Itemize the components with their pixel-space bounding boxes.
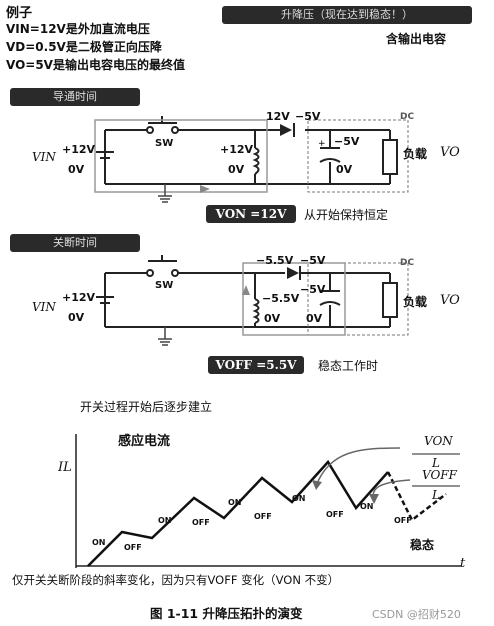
- off-vin-label: VIN: [32, 300, 56, 314]
- voff-note: 稳态工作时: [318, 359, 379, 373]
- header-banner: 升降压（现在达到稳态！）: [222, 6, 472, 24]
- off-label-3: OFF: [254, 512, 272, 521]
- on-source-top: +12V: [62, 143, 96, 156]
- on-inductor-bot: 0V: [228, 163, 245, 176]
- on-diode-right: −5V: [295, 110, 321, 123]
- slope-off-denominator: L: [432, 488, 440, 502]
- example-title: 例子: [6, 6, 33, 21]
- switch-open-icon: [146, 255, 179, 277]
- ground-icon: [158, 184, 172, 203]
- on-label-5: ON: [360, 502, 374, 511]
- example-line-1: VIN=12V是外加直流电压: [6, 22, 150, 36]
- on-circuit-diagram: +: [94, 116, 409, 203]
- on-vin-label: VIN: [32, 150, 56, 164]
- slope-on-numerator: VON: [424, 434, 453, 448]
- off-cap-bot: 0V: [306, 312, 323, 325]
- off-inductor-top: −5.5V: [262, 292, 300, 305]
- on-label-1: ON: [92, 538, 106, 547]
- capacitor-icon: [319, 290, 341, 306]
- von-value-badge: VON =12V: [206, 205, 296, 223]
- graph-title: 感应电流: [118, 434, 171, 449]
- on-dc-label: DC: [400, 112, 415, 122]
- load-resistor-icon: [382, 282, 398, 318]
- off-time-badge: 关断时间: [10, 234, 140, 252]
- off-label-4: OFF: [326, 510, 344, 519]
- off-source-bot: 0V: [68, 311, 85, 324]
- on-label-3: ON: [228, 498, 242, 507]
- inductor-icon: [252, 298, 260, 324]
- header-note: 含输出电容: [386, 32, 447, 46]
- capacitor-icon: [319, 147, 341, 163]
- on-switch-label: SW: [155, 138, 174, 149]
- current-waveform: [87, 459, 389, 567]
- steady-state-waveform: [386, 471, 447, 522]
- off-label-5: OFF: [394, 516, 412, 525]
- on-vo-label: VO: [440, 145, 460, 160]
- diode-icon: [280, 123, 295, 137]
- off-switch-label: SW: [155, 280, 174, 291]
- graph-xlabel: t: [460, 556, 466, 571]
- on-cap-bot: 0V: [336, 163, 353, 176]
- on-source-bot: 0V: [68, 163, 85, 176]
- svg-text:+: +: [318, 139, 326, 149]
- on-time-badge: 导通时间: [10, 88, 140, 106]
- off-cap-top: −5V: [300, 283, 326, 296]
- ground-icon: [158, 327, 172, 346]
- off-diode-left: −5.5V: [256, 254, 294, 267]
- slope-off-numerator: VOFF: [422, 468, 457, 482]
- example-line-2: VD=0.5V是二极管正向压降: [6, 40, 162, 54]
- off-vo-label: VO: [440, 293, 460, 308]
- watermark: CSDN @招财520: [372, 608, 461, 621]
- off-inductor-bot: 0V: [264, 312, 281, 325]
- diode-icon: [287, 266, 301, 280]
- load-resistor-icon: [382, 139, 398, 175]
- caption-note: 仅开关关断阶段的斜率变化，因为只有VOFF 变化（VON 不变）: [12, 573, 340, 587]
- graph-ylabel: IL: [58, 460, 72, 475]
- on-load-label: 负载: [403, 147, 428, 161]
- example-line-3: VO=5V是输出电容电压的最终值: [6, 58, 185, 72]
- on-diode-left: 12V: [266, 110, 290, 123]
- voff-value-badge: VOFF =5.5V: [208, 356, 304, 374]
- off-dc-label: DC: [400, 258, 415, 268]
- von-note: 从开始保持恒定: [304, 208, 389, 222]
- figure-caption: 图 1-11 升降压拓扑的演变: [150, 606, 303, 621]
- off-label-2: OFF: [192, 518, 210, 527]
- off-load-label: 负载: [403, 295, 428, 309]
- on-label-2: ON: [158, 516, 172, 525]
- off-source-top: +12V: [62, 291, 96, 304]
- switch-icon: [146, 116, 179, 134]
- on-cap-top: −5V: [334, 135, 360, 148]
- on-label-4: ON: [292, 494, 306, 503]
- inductor-icon: [252, 147, 260, 175]
- off-label-1: OFF: [124, 543, 142, 552]
- steady-state-label: 稳态: [410, 538, 435, 552]
- slope-on-denominator: L: [432, 456, 440, 470]
- off-diode-right: −5V: [300, 254, 326, 267]
- inductor-current-graph: [75, 434, 462, 568]
- off-circuit-diagram: [96, 255, 409, 346]
- graph-intro: 开关过程开始后逐步建立: [80, 400, 213, 414]
- on-inductor-top: +12V: [220, 143, 254, 156]
